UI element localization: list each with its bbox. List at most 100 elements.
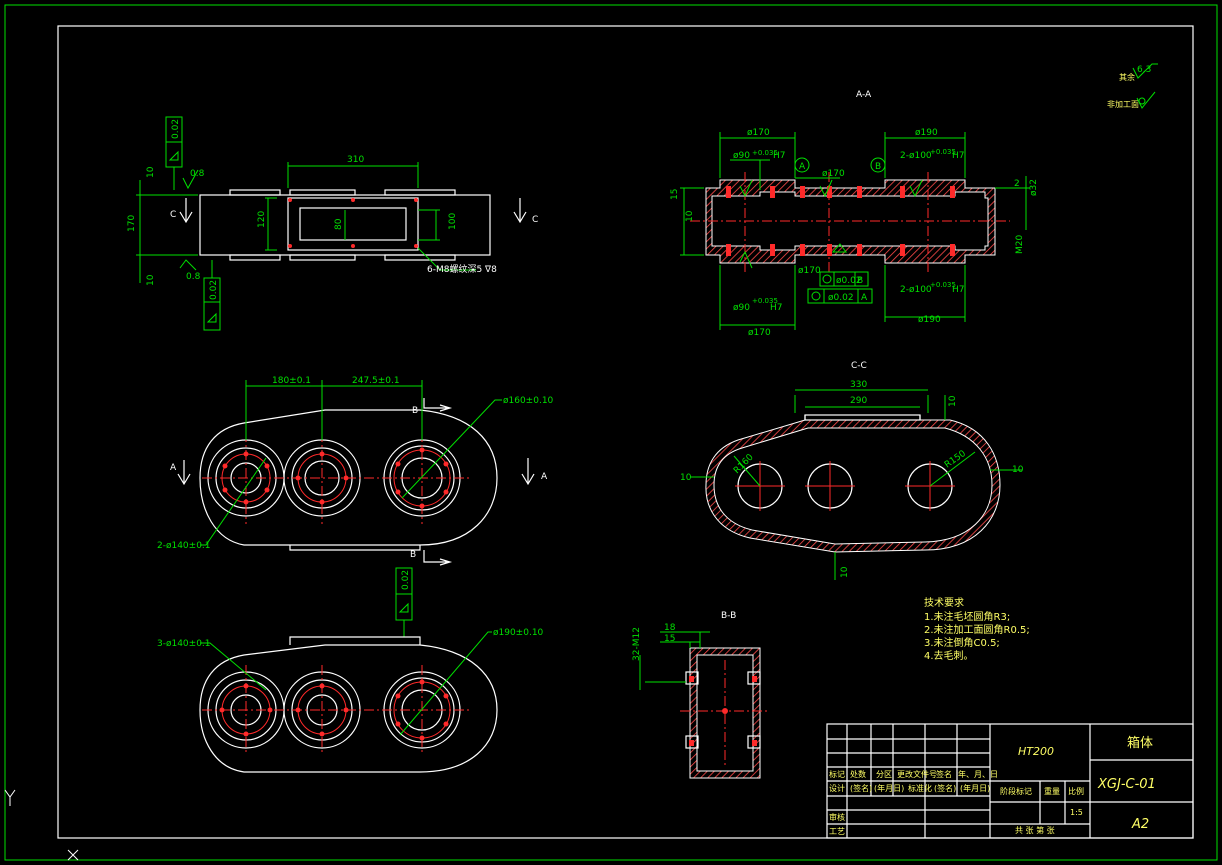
inner-frame <box>57 25 1194 839</box>
dim-2: 2 <box>1014 179 1020 189</box>
flatness-bottom: 0.02 <box>209 280 219 300</box>
dia-160: ø160±0.10 <box>503 396 554 406</box>
dia-170-top: ø170 <box>747 128 770 138</box>
dim-170: 170 <box>127 215 137 232</box>
dim-330: 330 <box>850 380 867 390</box>
section-bb: B-B 18 15 32-M12 <box>632 611 770 779</box>
roughness-top: 0.8 <box>190 169 205 179</box>
svg-text:H7: H7 <box>952 151 965 161</box>
front-view-outline <box>199 409 498 546</box>
scale-value: 1:5 <box>1070 808 1083 817</box>
dim-180: 180±0.1 <box>272 376 311 386</box>
svg-text:+0.035: +0.035 <box>752 297 778 305</box>
dia-170-mid: ø170 <box>822 169 845 179</box>
dim-m12: 32-M12 <box>632 627 642 661</box>
row-zone: 分区 <box>876 770 892 779</box>
bolt-holes-front <box>222 447 449 509</box>
weight-label: 重量 <box>1044 786 1060 796</box>
svg-text:+0.035: +0.035 <box>930 281 956 289</box>
dim-310: 310 <box>347 155 364 165</box>
dim-120: 120 <box>257 211 267 228</box>
dia-190-top: ø190 <box>915 128 938 138</box>
stage-label: 阶段标记 <box>1000 786 1032 796</box>
row-doc: 更改文件号 <box>897 769 937 779</box>
dim-10-bottom: 10 <box>840 566 850 578</box>
dim-10-top: 10 <box>948 395 958 407</box>
dim-10-left: 10 <box>680 473 692 483</box>
dim-18: 18 <box>664 623 676 633</box>
note-1: 1.未注毛坯圆角R3; <box>924 610 1010 623</box>
section-b-bottom: B <box>410 550 416 560</box>
ucs-icon <box>4 789 79 861</box>
svg-text:+0.035: +0.035 <box>930 148 956 156</box>
design-date: (年月日) <box>874 783 904 793</box>
dia-190-bot: ø190 <box>918 315 941 325</box>
dia-140x2: 2-ø140±0.1 <box>157 541 211 551</box>
flatness-top: 0.02 <box>171 119 181 139</box>
dim-10-bottom: 10 <box>146 274 156 286</box>
section-bb-title: B-B <box>721 611 736 621</box>
conc-a-datum: A <box>861 293 868 303</box>
dia-170-mid2: ø170 <box>798 266 821 276</box>
title-block: HT200 箱体 XGJ-C-01 A2 比例 1:5 重量 阶段标记 共 张 … <box>826 723 1194 839</box>
bottom-view: 3-ø140±0.1 ø190±0.10 <box>157 628 544 773</box>
note-2: 2.未注加工面圆角R0.5; <box>924 623 1030 636</box>
row-mark: 标记 <box>829 769 845 779</box>
section-c-left: C <box>170 210 176 220</box>
sheets-label: 共 张 第 张 <box>1015 825 1055 835</box>
section-a-right: A <box>541 472 548 482</box>
section-cc: C-C 330 290 10 10 10 10 R160 R150 <box>680 361 1024 580</box>
front-view: 180±0.1 247.5±0.1 ø160±0.10 2-ø140±0.1 A… <box>157 376 554 637</box>
svg-text:+0.035: +0.035 <box>752 149 778 157</box>
dia-90-bot: ø90 <box>733 303 750 313</box>
process: 工艺 <box>829 827 845 836</box>
section-aa: A-A ø170 ø190 ø90 +0.035 H7 2-ø100 +0.03… <box>670 90 1039 338</box>
legend-unmachined: 非加工面 <box>1107 99 1139 109</box>
dim-80: 80 <box>334 218 344 230</box>
dia-170-bot: ø170 <box>748 328 771 338</box>
section-aa-title: A-A <box>856 90 872 100</box>
standard-sign: (签名) <box>934 783 956 793</box>
dim-15: 15 <box>664 634 675 644</box>
datum-a: A <box>799 162 806 172</box>
svg-text:H7: H7 <box>770 303 783 313</box>
row-count: 处数 <box>850 769 866 779</box>
section-a-left: A <box>170 463 177 473</box>
review: 审核 <box>829 812 845 822</box>
dia-140x3: 3-ø140±0.1 <box>157 639 211 649</box>
flatness-front: 0.02 <box>401 570 411 590</box>
roughness-legend: 其余 6.3 非加工面 <box>1107 63 1158 109</box>
top-view: 310 170 10 10 120 80 100 0.8 0.8 0.02 0.… <box>127 116 538 331</box>
outer-border <box>4 4 1218 861</box>
conc-b-datum: B <box>857 276 863 286</box>
row-sign: 签名 <box>936 769 952 779</box>
sheet-size: A2 <box>1131 817 1149 832</box>
notes-title: 技术要求 <box>924 596 964 609</box>
dim-100: 100 <box>448 213 458 230</box>
dia-100x2-bot: 2-ø100 <box>900 285 932 295</box>
dim-15: 15 <box>670 189 680 200</box>
part-name: 箱体 <box>1127 735 1153 751</box>
dia-100x2-top: 2-ø100 <box>900 151 932 161</box>
drawing-no: XGJ-C-01 <box>1097 777 1156 792</box>
svg-text:H7: H7 <box>952 285 965 295</box>
datum-b: B <box>875 162 881 172</box>
dim-10: 10 <box>685 210 695 222</box>
standard: 标准化 <box>908 783 932 793</box>
legend-other: 其余 <box>1119 72 1135 82</box>
tech-notes: 技术要求 1.未注毛坯圆角R3; 2.未注加工面圆角R0.5; 3.未注倒角C0… <box>924 596 1030 662</box>
legend-value: 6.3 <box>1137 65 1151 75</box>
section-c-right: C <box>532 215 538 225</box>
dia-90-top: ø90 <box>733 151 750 161</box>
section-b-top: B <box>412 406 418 416</box>
scale-label: 比例 <box>1068 786 1084 796</box>
dim-2475: 247.5±0.1 <box>352 376 400 386</box>
dim-290: 290 <box>850 396 867 406</box>
material: HT200 <box>1018 745 1054 758</box>
conc-a-value: ø0.02 <box>828 293 854 303</box>
dim-10-right: 10 <box>1012 465 1024 475</box>
svg-text:H7: H7 <box>773 151 786 161</box>
note-3: 3.未注倒角C0.5; <box>924 636 1000 649</box>
design: 设计 <box>829 783 845 793</box>
